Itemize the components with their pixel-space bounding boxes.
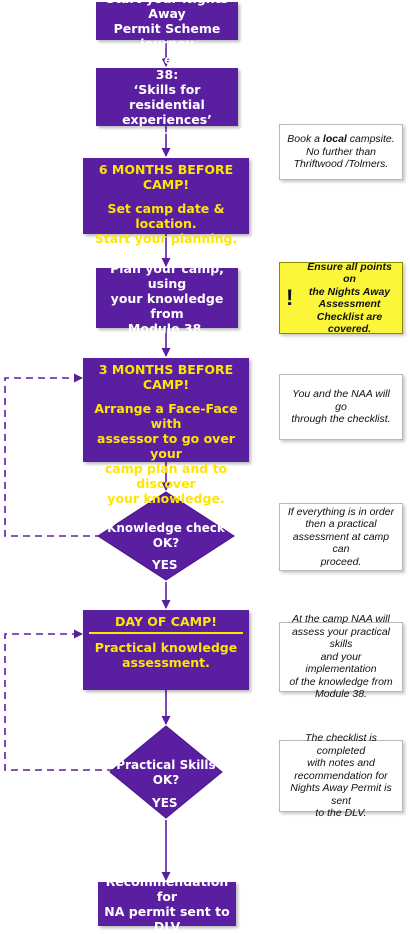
note-camp-naa-line-4: of the knowledge from	[289, 675, 393, 688]
practical-skills-yes-label: YES	[152, 796, 178, 810]
note-completed-line-4: Nights Away Permit is sent	[290, 782, 392, 807]
note-in-order-line-1: If everything is in order	[287, 505, 395, 518]
warning-line-5: covered.	[327, 323, 372, 335]
warning-line-4: Checklist are	[316, 310, 383, 323]
exclamation-icon: !	[286, 284, 294, 310]
note-book-campsite-line-1: Book a local campsite.	[287, 133, 395, 146]
warning-line-2: the Nights Away	[308, 285, 391, 298]
note-completed-line-2: with notes and	[307, 757, 375, 770]
loop-practical-skills-retry	[4, 629, 114, 771]
note-checklist-completed: The checklist is completed with notes an…	[279, 732, 403, 819]
three-months-header: 3 MONTHS BEFORE CAMP!	[98, 362, 234, 392]
module-38-step: Complete Module 38: ‘Skills for resident…	[96, 52, 238, 142]
day-of-camp-header: DAY OF CAMP!	[115, 614, 217, 629]
module-38-line-3: experiences’ training.	[122, 112, 212, 142]
note-camp-naa: At the camp NAA will assess your practic…	[279, 613, 403, 700]
three-months-line-4: your knowledge.	[107, 491, 225, 506]
note-book-campsite-line-3: Thriftwood /Tolmers.	[293, 158, 389, 171]
start-step-line-2: Permit Scheme journey	[113, 21, 221, 51]
note-naa-checklist: You and the NAA will go through the chec…	[279, 374, 403, 440]
knowledge-check-label: Knowledge check OK?	[106, 521, 226, 551]
knowledge-check-line-1: Knowledge check	[107, 521, 225, 535]
day-of-camp-step: DAY OF CAMP! Practical knowledge assessm…	[83, 610, 249, 690]
decision-knowledge-check-shape	[97, 491, 235, 581]
loop-knowledge-check-retry	[4, 373, 102, 537]
three-months-line-3: camp plan and to discover	[104, 461, 228, 491]
start-step-line-1: Start your Nights Away	[106, 0, 228, 21]
note-naa-line-1: You and the NAA will go	[292, 388, 390, 413]
six-months-step: 6 MONTHS BEFORE CAMP! Set camp date & lo…	[83, 158, 249, 246]
recommendation-step: Recommendation for NA permit sent to DLV	[98, 874, 236, 934]
note-camp-naa-line-5: Module 38.	[315, 688, 367, 701]
warning-line-1: Ensure all points on	[307, 260, 392, 286]
note-checklist-warning: ! Ensure all points on the Nights Away A…	[279, 260, 403, 335]
module-38-line-1: Complete Module 38:	[105, 52, 229, 82]
warning-line-3: Assessment	[318, 298, 381, 310]
plan-camp-line-1: Plan your camp, using	[110, 260, 224, 291]
note-in-order: If everything is in order then a practic…	[279, 503, 403, 571]
plan-camp-step: Plan your camp, using your knowledge fro…	[96, 261, 238, 336]
module-38-line-2: ‘Skills for residential	[129, 82, 205, 112]
day-of-camp-line-2: assessment.	[122, 655, 210, 670]
three-months-step: 3 MONTHS BEFORE CAMP! Arrange a Face-Fac…	[83, 358, 249, 506]
practical-skills-label: Practical Skills OK?	[106, 758, 226, 788]
six-months-line-1: Set camp date & location.	[107, 201, 225, 231]
note-camp-naa-line-1: At the camp NAA will	[292, 613, 390, 626]
note-completed-line-5: to the DLV.	[315, 807, 367, 820]
note-camp-naa-line-3: and your implementation	[305, 650, 377, 676]
note-in-order-line-2: then a practical	[305, 518, 377, 531]
note-in-order-line-4: proceed.	[320, 555, 362, 568]
note-book-campsite: Book a local campsite. No further than T…	[279, 124, 403, 180]
plan-camp-line-2: your knowledge from	[110, 290, 224, 321]
note-book-campsite-line-2: No further than	[305, 145, 377, 158]
note-completed-line-3: recommendation for	[294, 769, 388, 782]
note-camp-naa-line-2: assess your practical skills	[291, 625, 391, 651]
six-months-header: 6 MONTHS BEFORE CAMP!	[98, 162, 234, 192]
recommendation-line-1: Recommendation for	[105, 874, 229, 904]
recommendation-line-2: NA permit sent to DLV	[104, 904, 230, 934]
knowledge-check-line-2: OK?	[152, 536, 180, 550]
note-completed-line-1: The checklist is completed	[305, 732, 377, 757]
practical-skills-line-2: OK?	[152, 773, 180, 787]
three-months-line-1: Arrange a Face-Face with	[94, 401, 238, 431]
note-naa-line-2: through the checklist.	[291, 413, 391, 426]
six-months-line-2: Start your planning.	[94, 231, 238, 246]
practical-skills-line-1: Practical Skills	[116, 758, 216, 772]
note-in-order-line-3: assessment at camp can	[292, 530, 390, 556]
three-months-line-2: assessor to go over your	[97, 431, 235, 461]
knowledge-check-yes-label: YES	[152, 558, 178, 572]
day-of-camp-line-1: Practical knowledge	[94, 640, 238, 655]
plan-camp-line-3: Module 38.	[127, 320, 207, 336]
day-of-camp-divider	[89, 632, 243, 634]
decision-practical-skills-shape	[109, 725, 223, 819]
start-step: Start your Nights Away Permit Scheme jou…	[96, 0, 238, 51]
